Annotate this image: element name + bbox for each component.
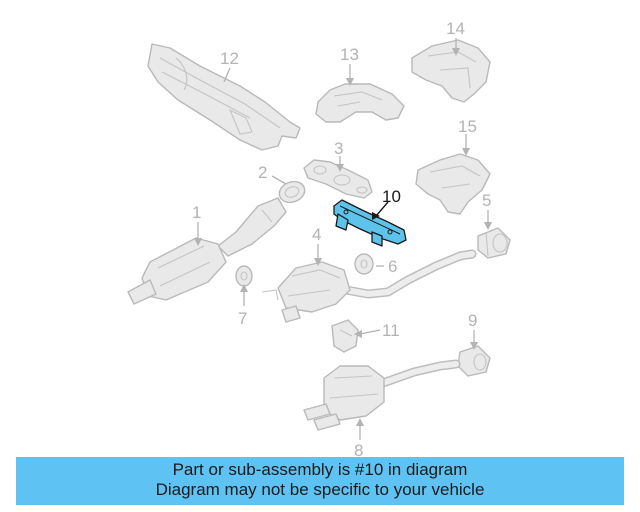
callout-12: 12 [220,49,239,68]
callout-4: 4 [312,225,321,244]
callout-10-highlighted: 10 [382,187,401,206]
part-12-heat-shield [147,43,301,151]
part-4-middle-muffler [261,249,477,323]
callout-7: 7 [238,309,247,328]
part-9-clamp [457,345,491,377]
part-3-gasket [303,159,373,199]
part-14-heat-shield [411,39,491,103]
banner-line-disclaimer: Diagram may not be specific to your vehi… [155,480,485,499]
part-1-front-pipe [127,197,287,305]
callout-9: 9 [468,311,477,330]
part-13-heat-shield [315,83,405,123]
callout-15: 15 [458,117,477,136]
callout-14: 14 [446,19,465,38]
callout-labels: 12 13 14 3 2 1 15 5 4 6 7 11 9 8 10 [192,19,491,460]
part-15-heat-shield [415,153,491,215]
part-8-rear-muffler [303,359,461,431]
info-banner: Part or sub-assembly is #10 in diagram D… [16,457,624,505]
callout-1: 1 [192,203,201,222]
part-5-clamp [477,227,511,259]
callout-2: 2 [258,163,267,182]
callout-6: 6 [388,257,397,276]
part-6-hanger [354,253,374,275]
part-2-gasket [278,180,306,204]
callout-5: 5 [482,191,491,210]
banner-line-part-number: Part or sub-assembly is #10 in diagram [172,460,468,479]
part-7-hanger [235,265,253,287]
callout-13: 13 [340,45,359,64]
callout-8: 8 [354,441,363,460]
leader-lines [194,38,492,440]
part-10-highlighted-bracket [333,199,407,247]
callout-11: 11 [382,321,400,340]
part-11-bracket [331,319,359,353]
callout-3: 3 [334,139,343,158]
